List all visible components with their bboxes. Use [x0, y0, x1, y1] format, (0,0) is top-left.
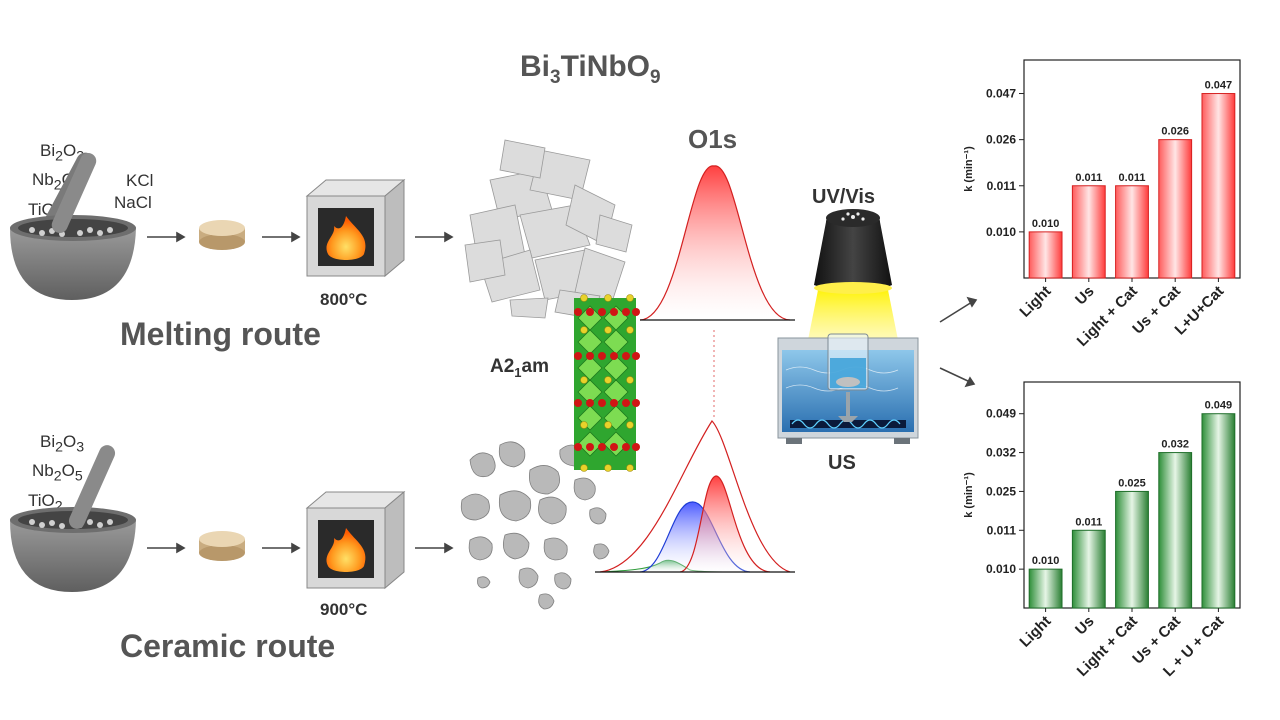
arrow-icon [147, 542, 186, 554]
y-tick-label: 0.011 [987, 523, 1017, 537]
bar [1158, 452, 1193, 609]
ceramic-temperature: 900°C [320, 600, 368, 619]
y-tick-label: 0.032 [986, 446, 1016, 460]
reagent-sub: 3 [76, 439, 85, 456]
x-category-label: Us [1072, 613, 1098, 639]
mortar-pestle-icon [10, 445, 136, 592]
arrow-icon [262, 542, 301, 554]
reagent-sub: 2 [54, 498, 63, 515]
y-tick-label: 0.026 [986, 133, 1016, 147]
reagent-text: Nb [32, 170, 54, 190]
bar-value-label: 0.011 [1075, 172, 1102, 184]
y-tick-label: 0.010 [986, 225, 1016, 239]
y-tick-label: 0.010 [986, 562, 1016, 576]
reagent-sub: 2 [55, 439, 63, 456]
salt-label: KCl [126, 171, 154, 190]
y-tick-label: 0.049 [986, 407, 1016, 421]
arrow-icon [939, 296, 978, 323]
melting-route-label: Melting route [120, 316, 321, 352]
title-subscript: 9 [650, 67, 661, 88]
reagent-text: O [63, 432, 77, 451]
arrow-icon [262, 231, 301, 243]
bar [1158, 139, 1193, 279]
beaker-icon [827, 333, 869, 422]
arrow-icon [147, 231, 186, 243]
reagent: Bi2O3 [40, 430, 84, 459]
bar-value-label: 0.011 [1119, 172, 1146, 184]
title-subscript: 3 [550, 67, 561, 88]
bar-value-label: 0.047 [1205, 80, 1233, 92]
platelet-crystals-icon [464, 139, 633, 319]
arrow-icon [415, 542, 454, 554]
space-group-label: A21am [490, 356, 549, 380]
y-tick-label: 0.025 [986, 484, 1016, 498]
reagent-text: O [61, 461, 75, 481]
ceramic-route-label: Ceramic route [120, 628, 336, 664]
bar-chart-ceramic: 0.010 0.011 0.025 0.032 0.049 k (min⁻¹) 0.010L… [963, 381, 1241, 680]
reagent-text: O [63, 141, 77, 160]
figure-title: Bi3TiNbO9 [520, 50, 661, 89]
space-group-text: A2 [490, 356, 515, 377]
salt-label: NaCl [114, 193, 152, 212]
bar [1071, 185, 1106, 279]
title-part: TiNbO [560, 50, 651, 83]
ceramic-reagents: Bi2O3 Nb2O5 TiO2 [28, 430, 84, 518]
furnace-icon [305, 490, 406, 590]
reagent-text: Bi [40, 141, 56, 160]
o1s-spectrum-melting [639, 165, 795, 321]
bar [1028, 568, 1063, 609]
y-axis-label: k (min⁻¹) [963, 146, 975, 192]
bar-value-label: 0.026 [1161, 126, 1189, 138]
reagent-sub: 2 [55, 148, 63, 165]
bar-value-label: 0.011 [1075, 516, 1102, 528]
mortar-pestle-icon [10, 152, 136, 300]
crystal-structure-icon [574, 294, 640, 472]
reagent: Nb2O5 [32, 459, 84, 488]
x-category-label: Us [1072, 283, 1098, 309]
x-category-label: Light [1016, 283, 1054, 321]
bar-value-label: 0.049 [1205, 400, 1233, 412]
uvvis-label: UV/Vis [812, 186, 875, 208]
space-group-text: am [521, 356, 549, 377]
us-label: US [828, 452, 856, 474]
arrow-icon [939, 367, 976, 388]
reagent-sub: 2 [53, 468, 62, 485]
space-group-sub: 1 [514, 364, 522, 380]
melting-salts: KCl NaCl [114, 170, 154, 214]
reagent-text: Bi [40, 432, 56, 451]
agglomerate-particles-icon [460, 441, 610, 610]
reagent-sub: 2 [53, 177, 62, 194]
bar [1028, 231, 1063, 279]
title-part: Bi [520, 50, 550, 83]
reagent-text: Nb [32, 461, 54, 481]
bar-value-label: 0.010 [1032, 218, 1060, 230]
pellet-icon [199, 220, 245, 250]
arrow-icon [415, 231, 454, 243]
bar [1201, 413, 1236, 609]
bar [1115, 185, 1149, 279]
pellet-icon [199, 531, 245, 561]
bar-value-label: 0.032 [1161, 439, 1189, 451]
x-category-label: Light [1016, 613, 1054, 651]
furnace-icon [305, 178, 406, 278]
bar [1115, 490, 1149, 609]
o1s-spectrum-ceramic [595, 420, 795, 573]
y-tick-label: 0.011 [987, 179, 1017, 193]
bar [1201, 93, 1236, 279]
bar-value-label: 0.025 [1118, 477, 1146, 489]
y-axis-label: k (min⁻¹) [963, 472, 975, 518]
reagent: TiO2 [28, 489, 84, 518]
y-tick-label: 0.047 [986, 87, 1016, 101]
bar-value-label: 0.010 [1032, 555, 1060, 567]
melting-temperature: 800°C [320, 290, 368, 309]
o1s-label: O1s [688, 124, 738, 154]
reagent-sub: 5 [74, 468, 83, 485]
reagent-text: TiO [28, 490, 55, 510]
bar [1071, 529, 1106, 609]
